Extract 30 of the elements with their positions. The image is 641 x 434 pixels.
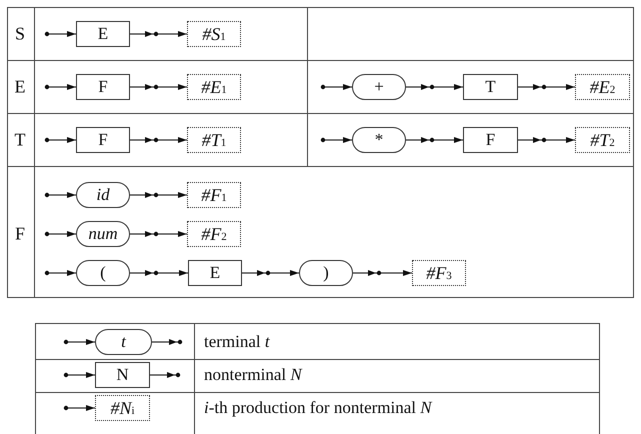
terminal-pill: num <box>76 221 130 247</box>
nonterminal-box: T <box>463 74 518 100</box>
terminal-pill: t <box>95 329 152 355</box>
nonterminal-box: F <box>463 127 518 153</box>
row-header: E <box>14 76 26 98</box>
production-tag: #F$_{1}$ <box>187 182 241 208</box>
nonterminal-box: N <box>95 362 150 388</box>
production-tag: #S$_{1}$ <box>187 21 241 47</box>
legend-text: i-th production for nonterminal N <box>204 398 432 418</box>
legend-text: nonterminal N <box>204 365 302 385</box>
production-tag: #N$_{i}$ <box>95 395 150 421</box>
row-header: F <box>15 224 25 244</box>
terminal-pill: ( <box>76 260 130 286</box>
nonterminal-box: E <box>188 260 242 286</box>
production-tag: #E$_{2}$ <box>575 74 630 100</box>
nonterminal-box: E <box>76 21 130 47</box>
production-tag: #F$_{3}$ <box>412 260 466 286</box>
row-header: S <box>15 24 25 44</box>
production-tag: #T$_{1}$ <box>187 127 241 153</box>
nonterminal-box: F <box>76 74 130 100</box>
terminal-pill: id <box>76 182 130 208</box>
production-tag: #E$_{1}$ <box>187 74 241 100</box>
legend-text: terminal t <box>204 332 270 352</box>
row-header: T <box>14 130 26 150</box>
nonterminal-box: F <box>76 127 130 153</box>
production-tag: #T$_{2}$ <box>575 127 630 153</box>
terminal-pill: + <box>352 74 406 100</box>
terminal-pill: * <box>352 127 406 153</box>
terminal-pill: ) <box>299 260 353 286</box>
production-tag: #F$_{2}$ <box>187 221 241 247</box>
